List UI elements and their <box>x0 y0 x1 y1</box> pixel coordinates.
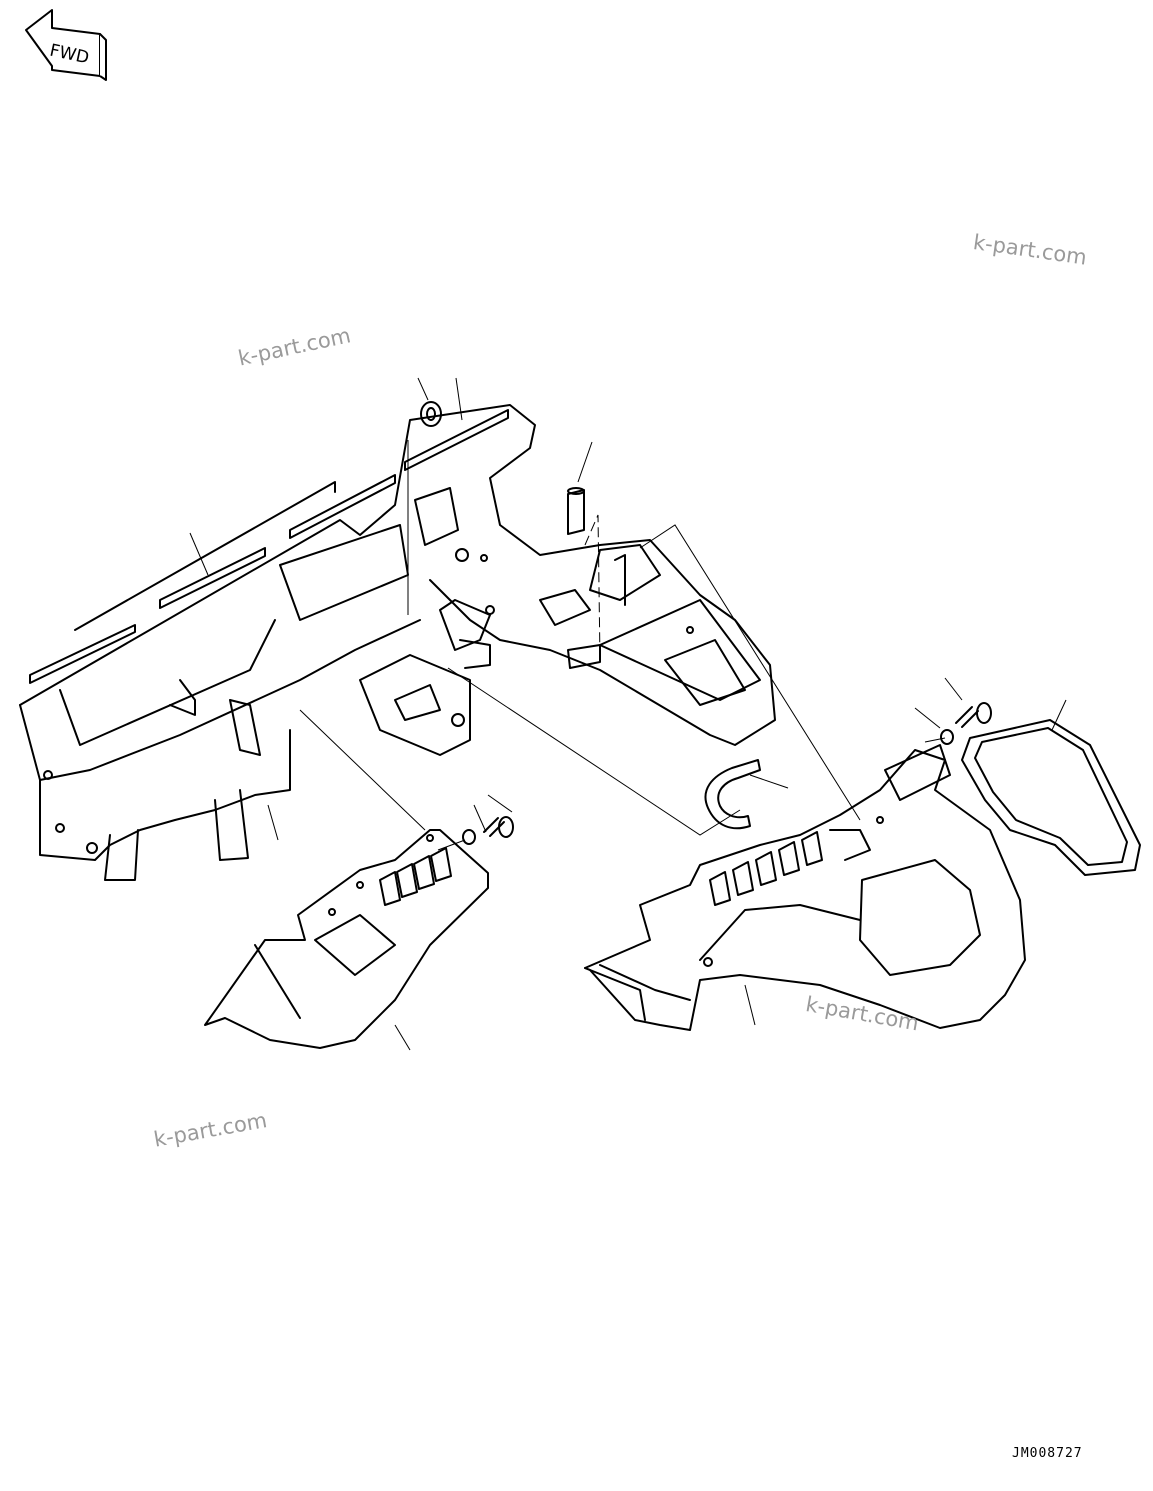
grommet <box>420 401 442 427</box>
gasket <box>961 719 1141 876</box>
fwd-arrow-icon: FWD <box>25 9 107 81</box>
main-frame-panel <box>19 404 776 881</box>
cover-left <box>204 829 489 1049</box>
washer-right <box>940 729 954 745</box>
bolt-right <box>955 702 992 728</box>
callout-leaders <box>189 377 1067 1051</box>
drawing-id: JM008727 <box>1012 1446 1083 1461</box>
cover-right <box>584 744 1026 1031</box>
washer-center <box>462 829 476 845</box>
bolt-center <box>483 816 514 838</box>
assembly-lines <box>299 440 946 851</box>
pin <box>567 487 585 535</box>
u-clip <box>704 759 761 830</box>
